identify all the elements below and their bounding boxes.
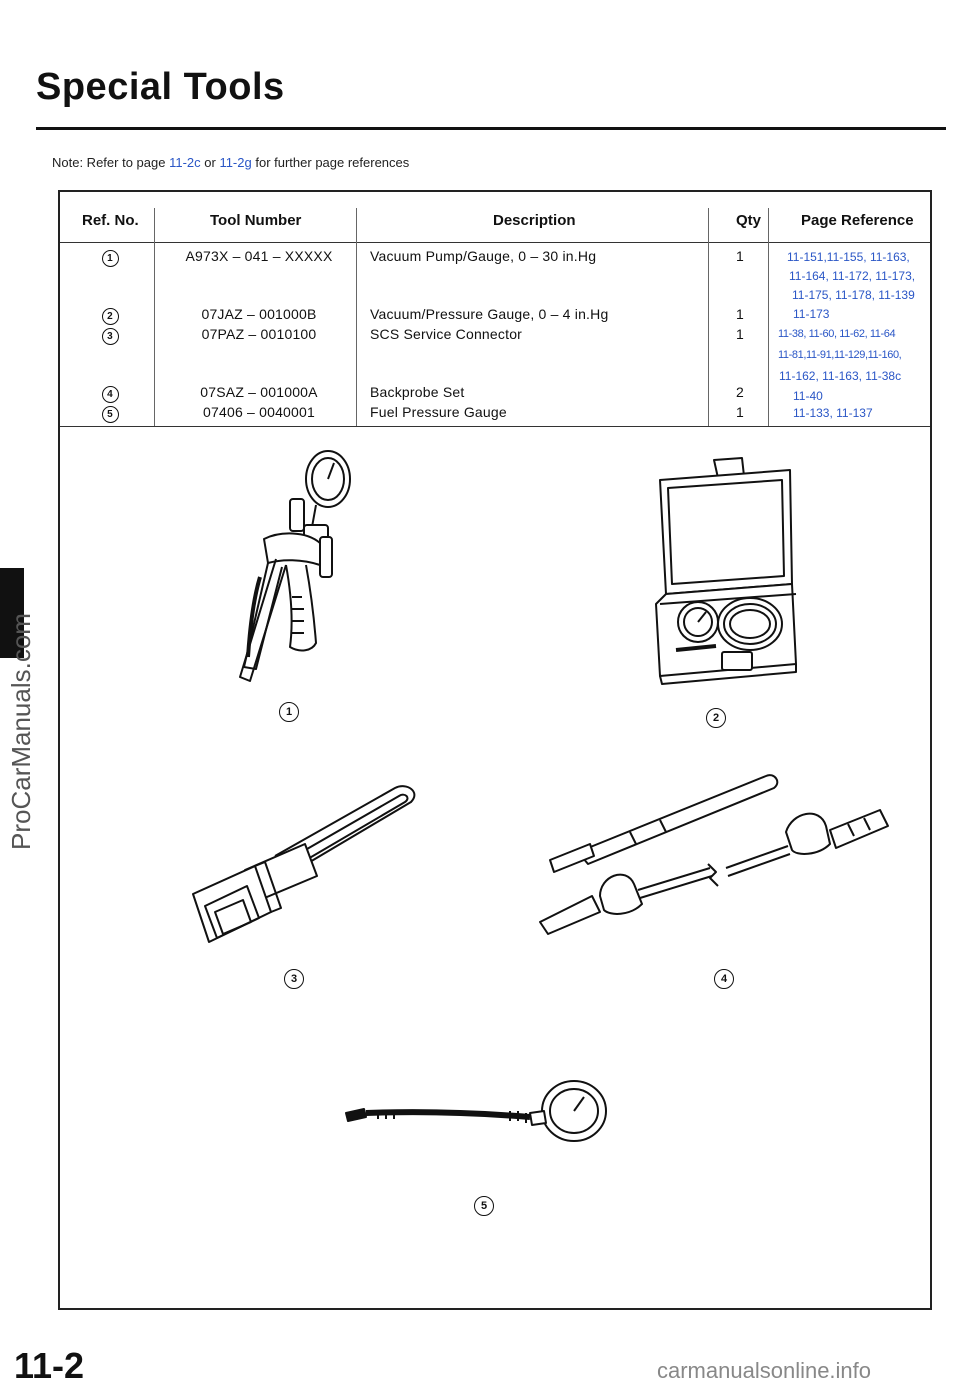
tool-qty: 2 xyxy=(736,384,744,400)
side-watermark: ProCarManuals.com xyxy=(6,613,36,850)
scs-connector-illustration xyxy=(192,785,416,943)
page-reference[interactable]: 11-164, 11-172, 11-173, xyxy=(789,269,916,283)
figure-label: 2 xyxy=(706,708,726,728)
ref-number: 5 xyxy=(96,404,124,423)
title-rule xyxy=(36,127,946,130)
page-title: Special Tools xyxy=(36,66,285,108)
backprobe-set-illustration xyxy=(539,774,889,935)
header-ref-no: Ref. No. xyxy=(82,212,139,229)
tool-description: Backprobe Set xyxy=(370,384,465,400)
figure-label: 1 xyxy=(279,702,299,722)
tools-frame: Ref. No. Tool Number Description Qty Pag… xyxy=(58,190,932,1310)
figure-label: 5 xyxy=(474,1196,494,1216)
header-page-reference: Page Reference xyxy=(801,212,914,229)
note-prefix: Note: Refer to page xyxy=(52,155,170,170)
column-divider xyxy=(708,208,709,426)
tool-description: SCS Service Connector xyxy=(370,326,523,342)
header-description: Description xyxy=(493,212,576,229)
tool-qty: 1 xyxy=(736,306,744,322)
table-bottom-rule xyxy=(60,426,930,427)
fuel-pressure-gauge-illustration xyxy=(345,1080,607,1142)
page-number: 11-2 xyxy=(14,1345,85,1386)
note-middle: or xyxy=(200,155,220,170)
tool-number: 07406 – 0040001 xyxy=(203,404,315,420)
tool-number: 07JAZ – 001000B xyxy=(201,306,317,322)
page-link-11-2g[interactable]: 11-2g xyxy=(219,155,252,170)
tool-qty: 1 xyxy=(736,326,744,342)
column-divider xyxy=(154,208,155,426)
page-reference-note: Note: Refer to page 11-2c or 11-2g for f… xyxy=(52,155,409,170)
footer-watermark: carmanualsonline.info xyxy=(657,1358,872,1383)
column-divider xyxy=(768,208,769,426)
tool-number: 07PAZ – 0010100 xyxy=(201,326,317,342)
gauge-case-illustration xyxy=(655,457,797,685)
page-reference[interactable]: 11-175, 11-178, 11-139 xyxy=(792,288,915,302)
tool-description: Fuel Pressure Gauge xyxy=(370,404,507,420)
tool-description: Vacuum/Pressure Gauge, 0 – 4 in.Hg xyxy=(370,306,609,322)
page-link-11-2c[interactable]: 11-2c xyxy=(169,155,201,170)
tool-number: 07SAZ – 001000A xyxy=(200,384,318,400)
page-reference[interactable]: 11-162, 11-163, 11-38c xyxy=(779,369,902,383)
tool-qty: 1 xyxy=(736,248,744,264)
column-divider xyxy=(356,208,357,426)
page-reference[interactable]: 11-173 xyxy=(793,307,830,321)
ref-number: 1 xyxy=(96,248,124,267)
page-reference[interactable]: 11-151,11-155, 11-163, xyxy=(787,250,910,264)
page-reference[interactable]: 11-133, 11-137 xyxy=(793,406,873,420)
page-reference[interactable]: 11-38, 11-60, 11-62, 11-64 xyxy=(778,328,896,340)
tool-number: A973X – 041 – XXXXX xyxy=(185,248,333,264)
section-tab xyxy=(0,568,24,658)
ref-number: 4 xyxy=(96,384,124,403)
figure-label: 4 xyxy=(714,969,734,989)
ref-number: 2 xyxy=(96,306,124,325)
page-reference[interactable]: 11-40 xyxy=(793,389,823,403)
header-rule xyxy=(60,242,930,243)
header-tool-number: Tool Number xyxy=(210,212,302,229)
vacuum-pump-illustration xyxy=(239,450,351,682)
page-reference[interactable]: 11-81,11-91,11-129,11-160, xyxy=(778,349,902,361)
tool-description: Vacuum Pump/Gauge, 0 – 30 in.Hg xyxy=(370,248,597,264)
note-suffix: for further page references xyxy=(251,155,410,170)
tool-qty: 1 xyxy=(736,404,744,420)
figure-label: 3 xyxy=(284,969,304,989)
header-qty: Qty xyxy=(736,212,762,229)
ref-number: 3 xyxy=(96,326,124,345)
